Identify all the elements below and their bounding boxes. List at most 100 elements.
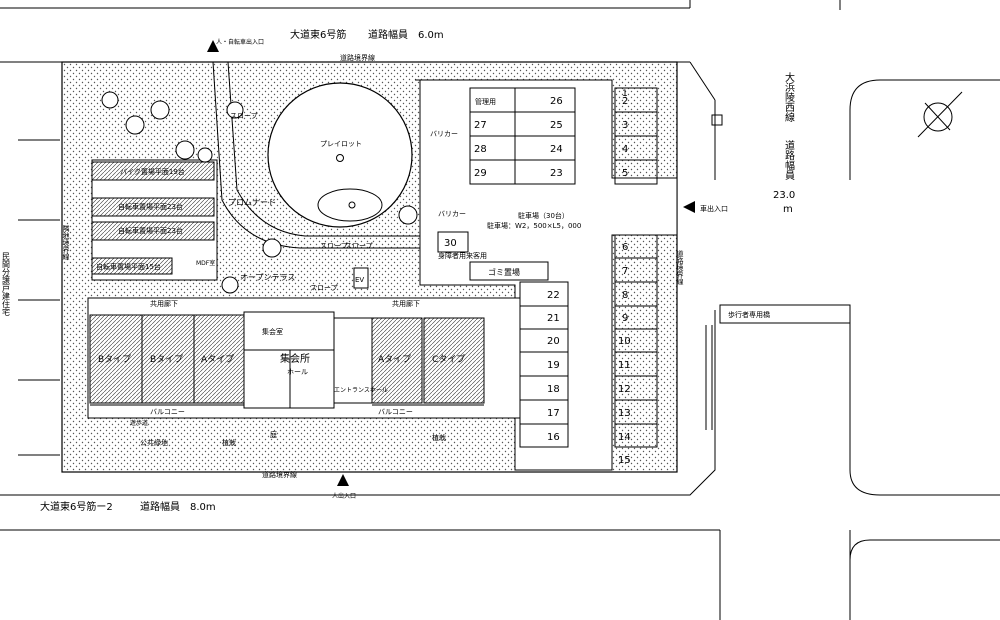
entrance-east: 車出入口	[700, 204, 728, 213]
garden-label: 庭	[270, 430, 277, 439]
bicycle-parking-rows	[91, 161, 215, 275]
stall-17: 17	[547, 408, 560, 419]
north-road-name: 大道東6号筋	[290, 28, 346, 41]
promenade-label: プロムナード	[228, 198, 276, 207]
labels: 大道東6号筋 道路幅員 6.0m 人・自転車出入口 道路境界線 大浜陵西線 道路…	[2, 28, 796, 513]
stall-22: 22	[547, 290, 560, 301]
stall-28: 28	[474, 144, 487, 155]
garbage-label: ゴミ置場	[488, 267, 520, 277]
unit-b2-label: Bタイプ	[150, 354, 183, 365]
stall-5: 5	[622, 168, 628, 179]
stall-29: 29	[474, 168, 487, 179]
hall-label: ホール	[287, 368, 308, 376]
stall-11: 11	[618, 360, 631, 371]
boundary-north: 道路境界線	[340, 53, 375, 62]
green-space-label: 公共緑地	[140, 438, 168, 447]
corridor-east-label: 共用廊下	[392, 299, 420, 308]
sandbox	[317, 188, 383, 222]
corridor-west-label: 共用廊下	[150, 299, 178, 308]
entrance-block	[333, 317, 373, 404]
stall-23: 23	[550, 168, 563, 179]
south-entrance-arrow-icon	[337, 474, 349, 486]
accessible-parking-label: 身障者用来客用	[438, 251, 487, 260]
parking-numbers: 1 2 3 4 5 6 7 8 9 10 11 12 13 14 15 22 2…	[444, 89, 631, 466]
common-facility-block	[243, 311, 335, 409]
stall-9: 9	[622, 313, 628, 324]
stall-26: 26	[550, 96, 563, 107]
stall-24: 24	[550, 144, 563, 155]
north-entrance-arrow-icon	[207, 40, 219, 52]
south-road-width: 道路幅員 8.0m	[140, 500, 216, 513]
meeting-room-label: 集会室	[262, 327, 283, 336]
boundary-south: 道路境界線	[262, 470, 297, 479]
stall-18: 18	[547, 384, 560, 395]
stall-21: 21	[547, 313, 560, 324]
management-space-label: 管理用	[475, 97, 496, 106]
stall-25: 25	[550, 120, 563, 131]
stall-30: 30	[444, 238, 457, 249]
west-neighbor: 民間分譲戸建住宅	[2, 252, 11, 316]
south-road-name: 大道東6号筋ー2	[40, 500, 113, 513]
boundary-west: 隣地境界線	[62, 224, 70, 260]
meeting-hall-label: 集会所	[280, 352, 310, 365]
trees	[101, 91, 418, 294]
unit-a2-label: Aタイプ	[378, 354, 411, 365]
stall-16: 16	[547, 432, 560, 443]
planting-south-label: 植栽	[222, 438, 236, 447]
barricade-label-2: バリカー	[438, 210, 466, 218]
entrance-south: 人出入口	[332, 492, 356, 500]
parking-stall-outlines	[437, 87, 658, 448]
bicycle-parking-label-1: 自転車置場平面23台	[118, 202, 183, 211]
slope-label-3: スロープ	[345, 242, 373, 250]
stall-27: 27	[474, 120, 487, 131]
north-arrow-icon	[917, 91, 963, 138]
playlot-marker	[336, 154, 344, 162]
north-path	[212, 61, 420, 249]
stall-2: 2	[622, 96, 628, 107]
bike-parking-label: バイク置場平面19台	[120, 167, 185, 176]
stroll-path-label: 遊歩道	[130, 419, 148, 427]
barricade-label-1: バリカー	[430, 130, 458, 138]
boundary-east: 道路境界線	[676, 249, 684, 285]
driveway	[415, 79, 678, 471]
entrance-hall-label: エントランスホール	[334, 387, 388, 394]
east-road-width-label: 道路幅員	[783, 139, 795, 181]
slope-label-2: スロープ	[320, 242, 348, 250]
entrance-north: 人・自転車出入口	[216, 38, 264, 46]
east-road-width-unit: m	[783, 204, 793, 215]
north-path-edge	[227, 61, 420, 237]
stall-1: 1	[622, 89, 628, 99]
east-road-name: 大浜陵西線	[783, 71, 795, 122]
bicycle-parking-label-2: 自転車置場平面23台	[118, 226, 183, 235]
stall-3: 3	[622, 120, 628, 131]
east-entrance-arrow-icon	[683, 201, 695, 213]
stall-4: 4	[622, 144, 628, 155]
stall-19: 19	[547, 360, 560, 371]
stall-15: 15	[618, 455, 631, 466]
parking-size-label: 駐車場：W2，500×L5，000	[487, 221, 581, 230]
open-terrace-label: オープンテラス	[240, 273, 295, 282]
sandbox-marker	[348, 201, 356, 209]
slope-label-4: スロープ	[310, 284, 338, 292]
balcony-west-label: バルコニー	[150, 408, 185, 416]
stall-20: 20	[547, 336, 560, 347]
bicycle-parking-label-3: 自転車置場平面15台	[96, 262, 161, 271]
playlot-label: プレイロット	[320, 140, 362, 148]
stall-10: 10	[618, 336, 631, 347]
planting-east-label: 植栽	[432, 433, 446, 442]
dwelling-units	[89, 314, 485, 404]
slope-label-1: スロープ	[230, 112, 258, 120]
north-road-width: 道路幅員 6.0m	[368, 28, 444, 41]
stall-8: 8	[622, 290, 628, 301]
footbridge: 歩行者専用橋	[728, 310, 770, 319]
ev-label: EV	[355, 276, 364, 284]
stall-6: 6	[622, 242, 628, 253]
unit-a1-label: Aタイプ	[201, 354, 234, 365]
mdf-label: MDF室	[196, 259, 215, 267]
balcony-east-label: バルコニー	[378, 408, 413, 416]
stall-12: 12	[618, 384, 631, 395]
stall-14: 14	[618, 432, 631, 443]
elevator	[353, 267, 369, 289]
parking-lot-label: 駐車場（30台）	[518, 211, 569, 220]
